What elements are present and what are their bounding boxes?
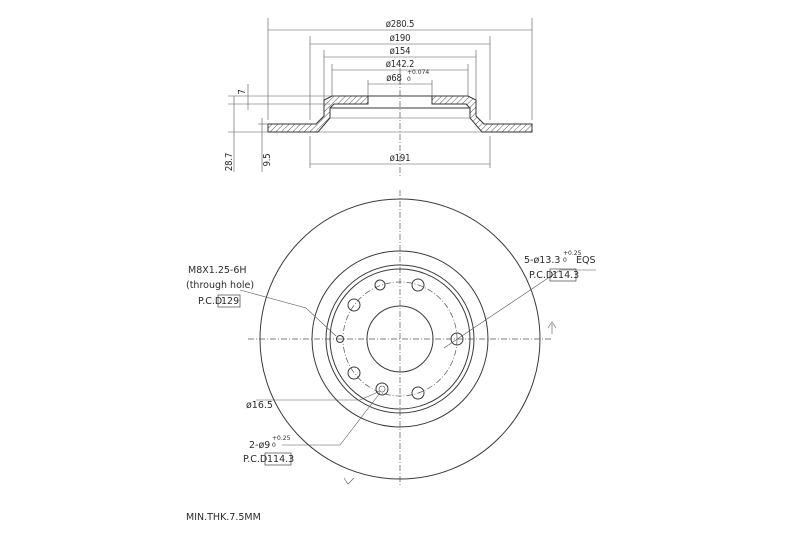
friction-ring-inner — [311, 250, 489, 428]
thread-note-line1: M8X1.25-6H — [188, 265, 247, 276]
bolt-holes-prefix: 5-ø13.3 — [524, 255, 560, 266]
dim-68: ø68 — [386, 73, 402, 84]
section-arrow-right — [547, 321, 557, 329]
hat-outer-circle — [325, 264, 475, 414]
pilot-diameter: ø16.5 — [246, 400, 273, 411]
min-thickness-note: MIN.THK.7.5MM — [186, 512, 261, 523]
bolt-hole — [347, 366, 361, 380]
pin-hole-inner — [378, 385, 386, 393]
dim-height-28-7: 28.7 — [224, 153, 235, 171]
pin-holes-pcd-label: P.C.D — [243, 454, 267, 465]
section-profile-right — [431, 95, 533, 133]
bolt-holes-suffix: EQS — [576, 255, 596, 266]
pin-holes-prefix: 2-ø9 — [249, 440, 270, 451]
leader-bolt-holes — [443, 269, 596, 349]
pin-holes-tol-upper: +0.25 — [272, 435, 291, 442]
bolt-hole — [411, 386, 425, 400]
hat-inner-circle — [329, 268, 471, 410]
dim-thickness-9-5: 9.5 — [262, 154, 273, 167]
dim-191: ø191 — [390, 153, 411, 164]
thread-pcd-value: 129 — [221, 296, 239, 307]
thread-note-line2: (through hole) — [186, 280, 254, 291]
section-arrow-bottom — [343, 477, 355, 485]
bolt-hole — [411, 278, 425, 292]
bolt-holes — [347, 278, 464, 400]
dim-154: ø154 — [390, 46, 411, 57]
bolt-hole — [450, 332, 464, 346]
thread-pcd-label: P.C.D — [198, 296, 222, 307]
section-view: ø280.5 ø190 ø154 ø142.2 ø68 +0.074 0 ø19… — [224, 18, 533, 178]
bolt-hole — [347, 298, 361, 312]
center-bore — [366, 305, 434, 373]
dim-68-tol-lower: 0 — [407, 76, 411, 83]
dim-outer-diameter: ø280.5 — [386, 19, 415, 30]
pin-holes-pcd-value: 114.3 — [267, 454, 294, 465]
leader-thread — [239, 289, 337, 337]
threaded-hole — [336, 335, 344, 343]
leader-pilot — [256, 391, 379, 401]
disc-outer-edge — [259, 198, 541, 480]
pin-holes-tol-lower: 0 — [272, 442, 276, 449]
dim-68-tol-upper: +0.074 — [407, 69, 429, 76]
pin-hole — [374, 279, 386, 291]
front-view: M8X1.25-6H (through hole) P.C.D 129 5-ø1… — [186, 190, 596, 486]
bolt-holes-pcd-box — [549, 268, 577, 282]
bolt-holes-pcd-label: P.C.D — [529, 270, 553, 281]
dim-142: ø142.2 — [386, 59, 415, 70]
bolt-holes-pcd-value: 114.3 — [552, 270, 579, 281]
dim-height-7: 7 — [237, 89, 248, 94]
pin-holes-pcd-box — [264, 452, 292, 466]
thread-pcd-box — [217, 294, 241, 308]
leader-pin-holes — [282, 392, 381, 446]
section-profile-left — [267, 95, 369, 133]
pin-hole — [375, 382, 389, 396]
bolt-holes-tol-lower: 0 — [563, 257, 567, 264]
dim-190: ø190 — [390, 33, 411, 44]
bolt-holes-tol-upper: +0.25 — [563, 250, 582, 257]
